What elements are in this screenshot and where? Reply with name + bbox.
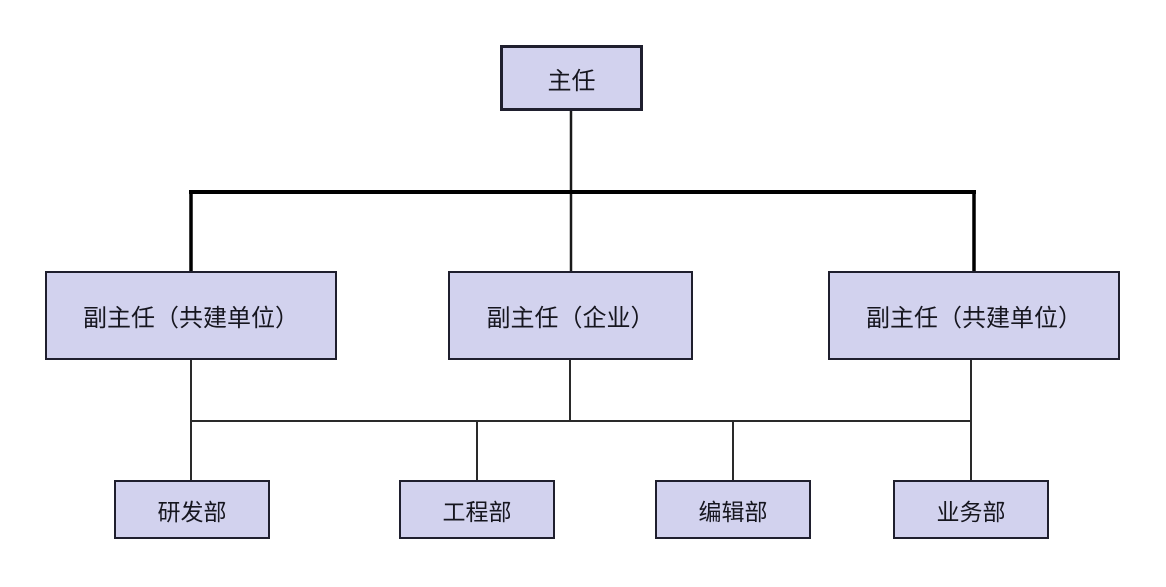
org-node-director: 主任: [500, 45, 643, 111]
org-node-label: 业务部: [936, 498, 1006, 525]
org-node-deputy-director-cobuild-left: 副主任（共建单位）: [45, 271, 337, 360]
org-node-label: 研发部: [157, 498, 227, 525]
org-node-label: 副主任（共建单位）: [866, 305, 1082, 332]
org-node-label: 主任: [547, 67, 596, 95]
org-node-rnd-department: 研发部: [114, 480, 270, 539]
org-node-business-department: 业务部: [893, 480, 1049, 539]
org-node-label: 编辑部: [698, 498, 768, 525]
org-node-label: 工程部: [442, 498, 512, 525]
org-node-engineering-department: 工程部: [399, 480, 555, 539]
org-node-deputy-director-enterprise: 副主任（企业）: [448, 271, 693, 360]
org-node-deputy-director-cobuild-right: 副主任（共建单位）: [828, 271, 1120, 360]
org-node-label: 副主任（企业）: [486, 305, 655, 332]
org-node-editorial-department: 编辑部: [655, 480, 811, 539]
org-node-label: 副主任（共建单位）: [83, 305, 299, 332]
